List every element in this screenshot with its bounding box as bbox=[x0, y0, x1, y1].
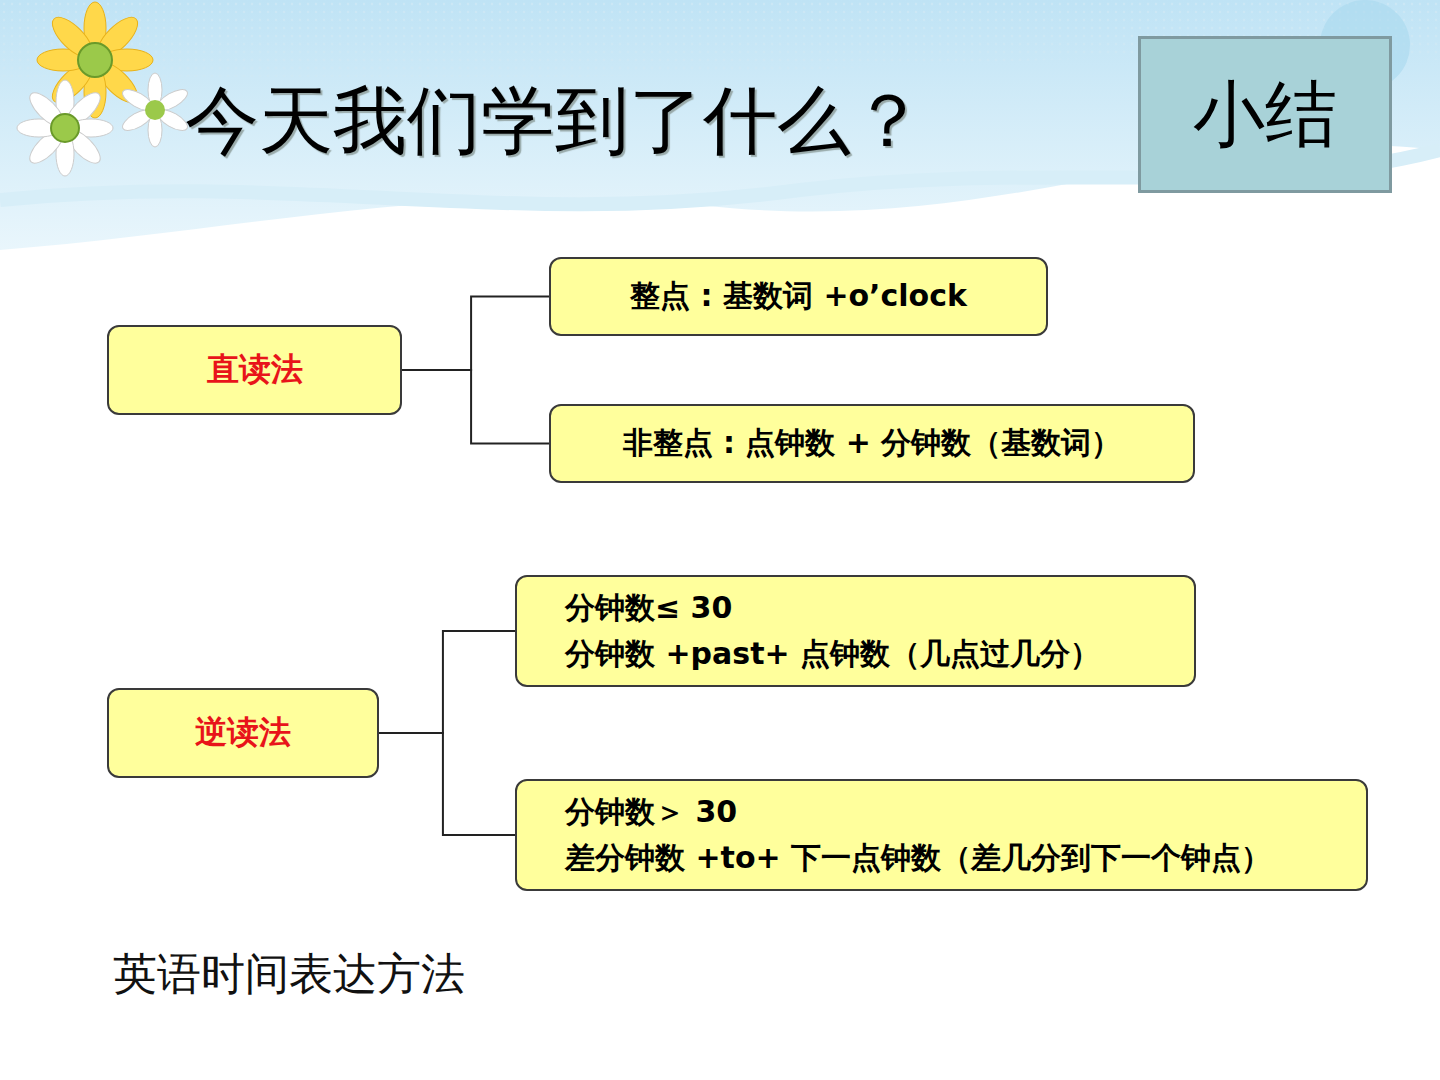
daisy-flower bbox=[119, 73, 190, 147]
top-band bbox=[0, 0, 1440, 250]
rule-text: 分钟数 +past+ 点钟数（几点过几分） bbox=[565, 631, 1100, 678]
summary-label: 小结 bbox=[1193, 71, 1337, 157]
method-box: 直读法 bbox=[107, 325, 402, 415]
rule-text: 差分钟数 +to+ 下一点钟数（差几分到下一个钟点） bbox=[565, 835, 1271, 882]
bracket-connector bbox=[402, 297, 549, 371]
rule-text: 分钟数＞ 30 bbox=[565, 789, 737, 836]
rule-box: 非整点 : 点钟数 + 分钟数（基数词） bbox=[549, 404, 1195, 483]
rule-text: 整点 : 基数词 +o’clock bbox=[630, 273, 967, 320]
summary-box: 小结 bbox=[1138, 36, 1392, 193]
method-label: 逆读法 bbox=[195, 708, 291, 758]
rule-box: 整点 : 基数词 +o’clock bbox=[549, 257, 1048, 336]
bracket-connector bbox=[379, 631, 515, 733]
rule-text: 分钟数≤ 30 bbox=[565, 585, 732, 632]
rule-box: 分钟数≤ 30分钟数 +past+ 点钟数（几点过几分） bbox=[515, 575, 1196, 687]
rule-box: 分钟数＞ 30差分钟数 +to+ 下一点钟数（差几分到下一个钟点） bbox=[515, 779, 1368, 891]
caption-text: 英语时间表达方法 bbox=[113, 945, 465, 1004]
method-box: 逆读法 bbox=[107, 688, 379, 778]
slide-title: 今天我们学到了什么？ bbox=[185, 72, 925, 172]
bracket-connector bbox=[379, 733, 515, 835]
daisy-flower bbox=[17, 80, 113, 176]
rule-text: 非整点 : 点钟数 + 分钟数（基数词） bbox=[623, 420, 1122, 467]
method-label: 直读法 bbox=[207, 345, 303, 395]
bracket-connector bbox=[402, 370, 549, 444]
